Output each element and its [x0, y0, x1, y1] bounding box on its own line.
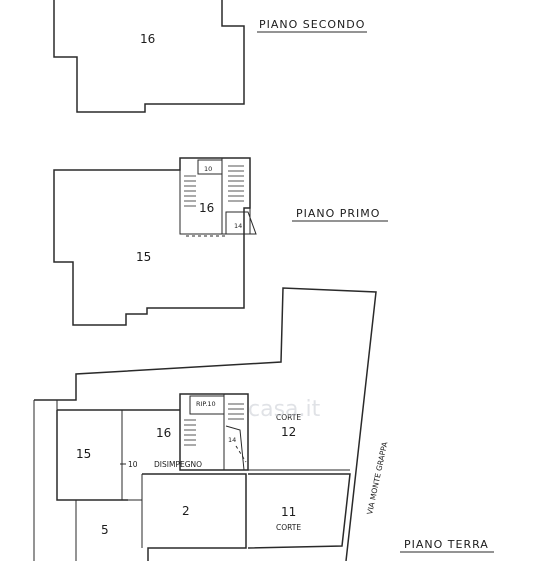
- ground-floor-room-15: 15: [76, 447, 91, 461]
- first-floor-stair-hatching-left: [184, 175, 196, 207]
- first-floor-title: PIANO PRIMO: [296, 207, 380, 220]
- first-floor-room-14-corner: [225, 211, 257, 235]
- ground-floor-rip-label: RIP.10: [196, 400, 216, 408]
- first-floor-room-15: 15: [136, 250, 151, 264]
- ground-floor-room-10: 10: [128, 460, 138, 469]
- first-floor-outline: [53, 157, 251, 326]
- ground-floor-corte-12-label: CORTE: [276, 413, 301, 422]
- ground-floor-room-5: 5: [101, 523, 109, 537]
- first-floor-plan: 15 16 10 14 PIANO PRIMO: [53, 157, 388, 326]
- ground-floor-room-2-outline: [142, 473, 247, 561]
- ground-floor-outer-boundary: [34, 287, 377, 561]
- ground-floor-plan: 15 10 DISIMPEGNO 16 RIP.10 14 CORTE 12 2…: [33, 287, 494, 561]
- ground-floor-room-11: 11: [281, 505, 296, 519]
- first-floor-room-10: 10: [204, 165, 212, 173]
- ground-floor-room-14: 14: [228, 436, 236, 444]
- second-floor-outline: [53, 0, 245, 113]
- watermark: casa.it: [248, 397, 321, 422]
- ground-floor-corte-11-label: CORTE: [276, 523, 301, 532]
- ground-floor-corte-11-outline: [247, 473, 351, 549]
- street-name: VIA MONTE GRAPPA: [365, 440, 389, 515]
- first-floor-stair-block: [179, 157, 251, 235]
- ground-floor-room-15-outline: [56, 409, 180, 501]
- ground-floor-title: PIANO TERRA: [404, 538, 489, 551]
- second-floor-title: PIANO SECONDO: [259, 18, 365, 31]
- ground-floor-disimpegno-label: DISIMPEGNO: [154, 460, 202, 469]
- first-floor-room-14: 14: [234, 222, 242, 230]
- ground-floor-room-12: 12: [281, 425, 296, 439]
- first-floor-stair-hatching-right: [228, 165, 244, 202]
- ground-floor-room-16: 16: [156, 426, 171, 440]
- ground-floor-room-2: 2: [182, 504, 190, 518]
- second-floor-room-16: 16: [140, 32, 155, 46]
- second-floor-plan: 16 PIANO SECONDO: [53, 0, 367, 113]
- ground-floor-stair-hatching: [184, 403, 244, 446]
- first-floor-room-16: 16: [199, 201, 214, 215]
